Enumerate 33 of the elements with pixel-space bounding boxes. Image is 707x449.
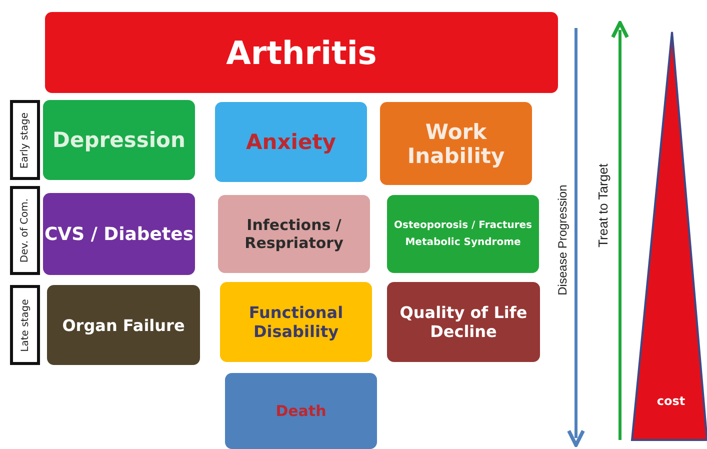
stage-label: Dev. of Com. xyxy=(20,198,30,263)
title-banner xyxy=(45,12,558,93)
condition-box xyxy=(218,195,370,273)
box-label: Infections / Respriatory xyxy=(244,216,344,252)
stage-label: Early stage xyxy=(20,112,30,168)
stage-box xyxy=(10,285,40,365)
condition-box xyxy=(225,373,377,449)
condition-box xyxy=(43,193,195,275)
axis-label: Treat to Target xyxy=(595,163,610,247)
condition-box xyxy=(47,285,200,365)
box-label: CVS / Diabetes xyxy=(44,224,194,244)
condition-box xyxy=(387,282,540,362)
box-label: Depression xyxy=(52,128,186,152)
stage-box xyxy=(10,186,40,275)
condition-box xyxy=(380,102,532,185)
cost-label: cost xyxy=(656,394,686,408)
stage-box xyxy=(10,100,40,180)
box-label: Metabolic Syndrome xyxy=(405,237,521,248)
box-label: Functional Disability xyxy=(248,303,344,341)
condition-box xyxy=(220,282,372,362)
condition-box xyxy=(387,195,539,273)
box-label: Arthritis xyxy=(226,34,377,72)
stage-label: Late stage xyxy=(20,298,30,352)
box-label: Osteoporosis / Fractures xyxy=(394,220,532,231)
box-label: Organ Failure xyxy=(62,316,185,334)
box-label: Death xyxy=(276,402,326,420)
condition-box xyxy=(215,102,367,182)
cost-triangle xyxy=(630,31,707,441)
axis-label: Disease Progression xyxy=(554,184,569,296)
box-label: Anxiety xyxy=(246,130,336,154)
box-label: Work Inability xyxy=(406,120,506,168)
condition-box xyxy=(43,100,195,180)
box-label: Quality of Life Decline xyxy=(398,303,528,341)
